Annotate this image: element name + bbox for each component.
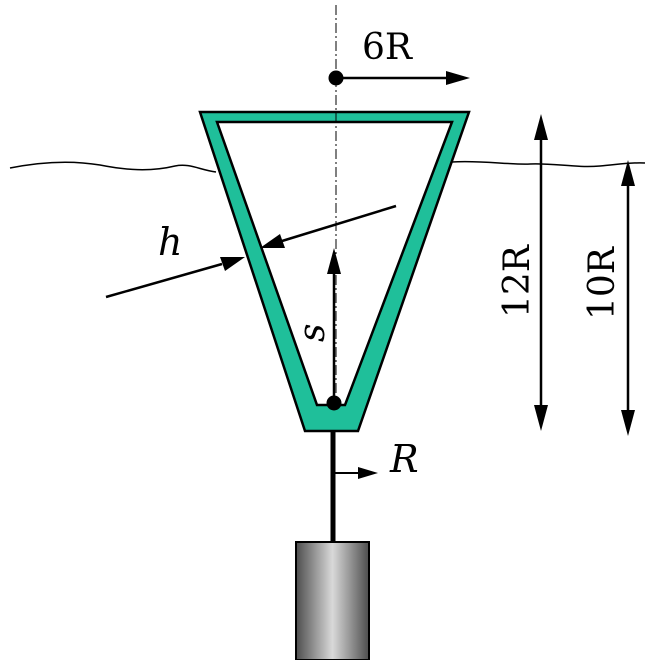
thickness-arrow-outer-head bbox=[220, 257, 245, 271]
top-radius-arrowhead bbox=[446, 71, 470, 85]
thickness-arrow-outer-shaft bbox=[105, 262, 223, 299]
rod-radius-label: R bbox=[389, 437, 419, 481]
height-total-arrow-bottom bbox=[534, 405, 548, 431]
height-total-label: 12R bbox=[497, 244, 538, 318]
height-submerged-arrow-bottom bbox=[621, 410, 635, 436]
height-submerged-arrow-top bbox=[621, 160, 635, 186]
rod-radius-arrowhead bbox=[358, 467, 378, 479]
piston-cylinder bbox=[295, 541, 370, 660]
conical-shell bbox=[198, 110, 471, 433]
thickness-arrow-inner-shaft bbox=[281, 204, 397, 243]
height-total-arrow-top bbox=[534, 114, 548, 140]
water-surface-left bbox=[9, 161, 217, 173]
thickness-arrow-inner-head bbox=[260, 234, 285, 248]
axial-coordinate-label: s bbox=[292, 324, 333, 342]
thickness-label: h bbox=[158, 220, 182, 264]
top-radius-label: 6R bbox=[362, 27, 413, 68]
water-surface-right bbox=[451, 160, 645, 168]
axial-arrowhead bbox=[327, 248, 341, 274]
height-submerged-label: 10R bbox=[582, 246, 623, 320]
apex-point bbox=[326, 395, 342, 411]
